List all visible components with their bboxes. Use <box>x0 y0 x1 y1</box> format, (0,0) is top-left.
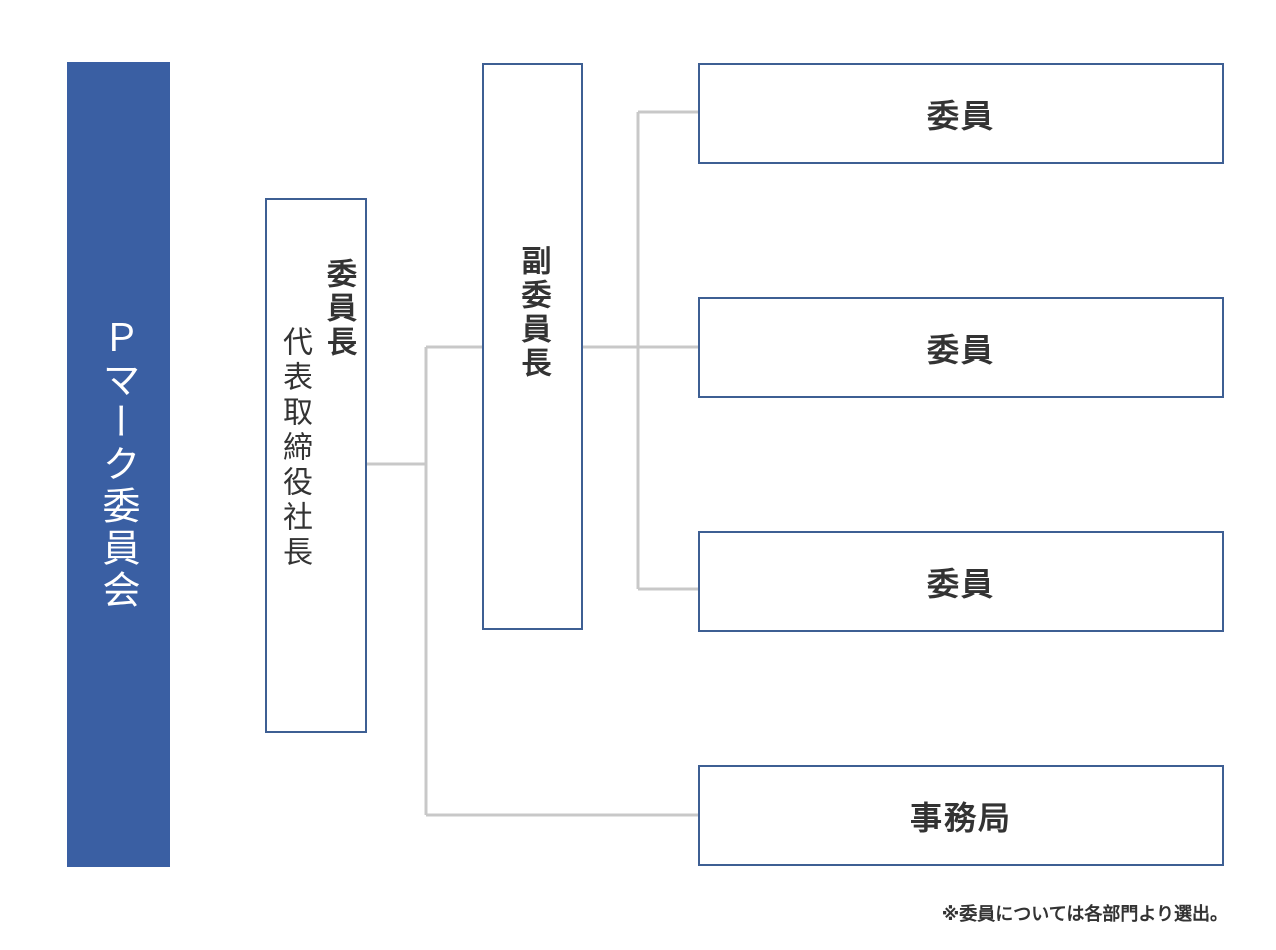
office-box: 事務局 <box>698 765 1224 866</box>
committee-label: Ｐマーク委員会 <box>96 317 140 612</box>
member-label-2: 委員 <box>926 330 995 369</box>
office-label: 事務局 <box>909 798 1012 837</box>
member-label-3: 委員 <box>926 564 995 603</box>
committee-bar: Ｐマーク委員会 <box>67 62 170 867</box>
chair-box: 委員長 代表取締役社長 <box>265 198 367 733</box>
vice-chair-box: 副委員長 <box>482 63 583 630</box>
chair-text-group: 委員長 代表取締役社長 <box>272 258 360 571</box>
member-box-1: 委員 <box>698 63 1224 164</box>
chair-title: 委員長 <box>321 258 356 360</box>
member-box-3: 委員 <box>698 531 1224 632</box>
member-box-2: 委員 <box>698 297 1224 398</box>
chair-name: 代表取締役社長 <box>277 326 312 571</box>
footnote: ※委員については各部門より選出。 <box>941 904 1228 925</box>
member-label-1: 委員 <box>926 96 995 135</box>
vice-chair-title: 副委員長 <box>515 244 551 381</box>
